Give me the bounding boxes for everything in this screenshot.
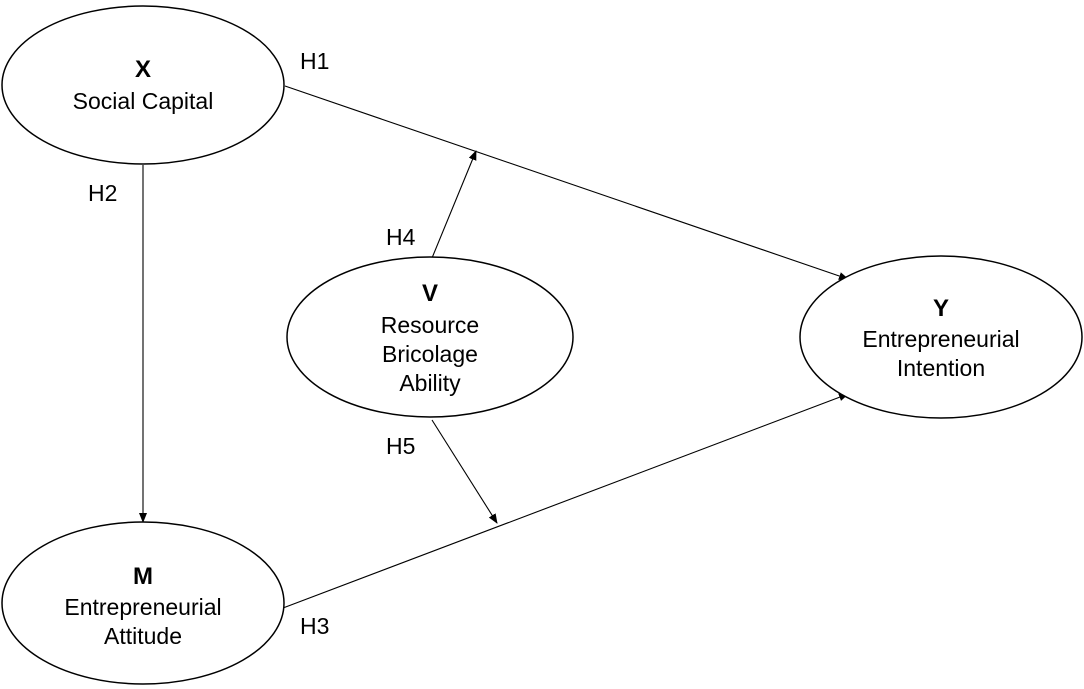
node-m-label-line-2: Attitude	[104, 623, 182, 649]
node-entrepreneurial-attitude: M Entrepreneurial Attitude	[1, 521, 285, 685]
node-y-letter: Y	[933, 295, 949, 322]
node-v-label-line-3: Ability	[399, 370, 461, 396]
hypothesis-h2-label: H2	[88, 180, 117, 206]
hypothesis-h5-label: H5	[386, 433, 415, 459]
node-y-label-line-2: Intention	[897, 355, 985, 381]
edge-h1-social-capital-to-intention	[284, 85, 849, 280]
node-entrepreneurial-intention: Y Entrepreneurial Intention	[799, 255, 1083, 419]
node-m-label-line-1: Entrepreneurial	[64, 594, 221, 620]
hypothesis-h4-label: H4	[386, 224, 416, 250]
node-y-label-line-1: Entrepreneurial	[862, 326, 1019, 352]
edge-h3-attitude-to-intention	[282, 393, 849, 609]
node-m-letter: M	[133, 563, 153, 590]
edge-h4-moderation	[431, 150, 477, 259]
node-v-label-line-2: Bricolage	[382, 341, 478, 367]
node-x-letter: X	[135, 56, 151, 83]
edge-h5-moderation	[431, 419, 498, 524]
node-v-label-line-1: Resource	[381, 312, 479, 338]
node-resource-bricolage-ability: V Resource Bricolage Ability	[286, 256, 574, 418]
hypothesis-h3-label: H3	[300, 613, 329, 639]
hypothesis-h1-label: H1	[300, 48, 329, 74]
node-v-letter: V	[422, 280, 438, 307]
node-x-label: Social Capital	[73, 88, 214, 114]
node-social-capital: X Social Capital	[1, 5, 285, 165]
